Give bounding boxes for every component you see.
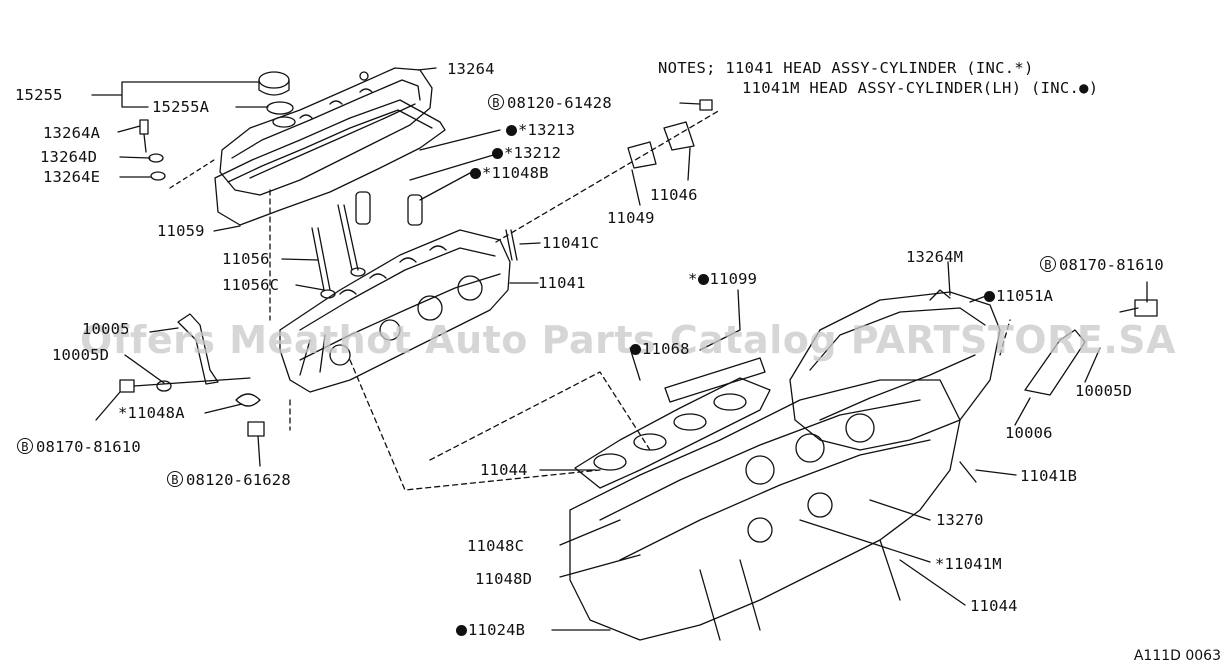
cover-bolts — [139, 119, 215, 189]
label-11048B[interactable]: *11048B — [470, 164, 549, 182]
label-13264[interactable]: 13264 — [447, 60, 495, 78]
bracket-left — [119, 313, 265, 437]
label-13264E[interactable]: 13264E — [43, 168, 101, 186]
label-10006[interactable]: 10006 — [1005, 424, 1053, 442]
valve-cover-right — [789, 289, 1001, 451]
label-10005D-right[interactable]: 10005D — [1075, 382, 1133, 400]
label-11041[interactable]: 11041 — [538, 274, 586, 292]
leader-lines — [91, 67, 1148, 631]
dot-marker-icon — [456, 625, 467, 636]
label-15255[interactable]: 15255 — [15, 86, 63, 104]
label-11044-upper[interactable]: 11044 — [480, 461, 528, 479]
dot-marker-icon — [984, 291, 995, 302]
label-11048D[interactable]: 11048D — [475, 570, 533, 588]
diagram-code: A111D 0063 — [1133, 648, 1221, 664]
label-11044-lower[interactable]: 11044 — [970, 597, 1018, 615]
label-11068[interactable]: 11068 — [630, 340, 690, 358]
valve-cover-gasket-upper — [214, 99, 446, 226]
label-13270[interactable]: 13270 — [936, 511, 984, 529]
bracket-right — [959, 299, 1158, 483]
dashed-leaders — [269, 189, 1011, 491]
label-11051A[interactable]: 11051A — [984, 287, 1053, 305]
dot-marker-icon — [492, 148, 503, 159]
label-11099[interactable]: *11099 — [688, 270, 758, 288]
head-gasket — [574, 357, 771, 489]
label-11059[interactable]: 11059 — [157, 222, 205, 240]
label-13212[interactable]: *13212 — [492, 144, 561, 162]
label-11024B[interactable]: 11024B — [456, 621, 525, 639]
dot-marker-icon — [470, 168, 481, 179]
label-11041M[interactable]: *11041M — [935, 555, 1002, 573]
label-11048A[interactable]: *11048A — [118, 404, 185, 422]
valve-cover-upper — [219, 67, 433, 196]
dot-marker-icon — [506, 125, 517, 136]
label-15255A[interactable]: 15255A — [152, 98, 210, 116]
label-11056C[interactable]: 11056C — [222, 276, 280, 294]
bolt-b-icon: B — [488, 94, 504, 110]
label-13264M[interactable]: 13264M — [906, 248, 964, 266]
cover-plates — [495, 99, 721, 243]
label-10005[interactable]: 10005 — [82, 320, 130, 338]
label-11049[interactable]: 11049 — [607, 209, 655, 227]
label-11041B[interactable]: 11041B — [1020, 467, 1078, 485]
dot-marker-icon — [697, 274, 709, 285]
label-10005D-left[interactable]: 10005D — [52, 346, 110, 364]
engine-block — [569, 379, 961, 641]
oil-cap — [258, 71, 296, 128]
bolt-b-icon: B — [167, 471, 183, 487]
label-11056[interactable]: 11056 — [222, 250, 270, 268]
label-11041C[interactable]: 11041C — [542, 234, 600, 252]
note-line-1: NOTES; 11041 HEAD ASSY-CYLINDER (INC.*) — [658, 59, 1034, 77]
bolt-b-icon: B — [17, 438, 33, 454]
note-line-2: 11041M HEAD ASSY-CYLINDER(LH) (INC.●) — [742, 79, 1099, 97]
label-13213[interactable]: *13213 — [506, 121, 575, 139]
bolt-b-icon: B — [1040, 256, 1056, 272]
dot-marker-icon — [630, 344, 641, 355]
label-13264A[interactable]: 13264A — [43, 124, 101, 142]
cylinder-head-left — [279, 229, 511, 393]
label-13264D[interactable]: 13264D — [40, 148, 98, 166]
label-11046[interactable]: 11046 — [650, 186, 698, 204]
valve-parts — [311, 191, 518, 299]
label-11048C[interactable]: 11048C — [467, 537, 525, 555]
watermark: Offers Meathot Auto Parts Catalog PARTST… — [80, 318, 1177, 362]
